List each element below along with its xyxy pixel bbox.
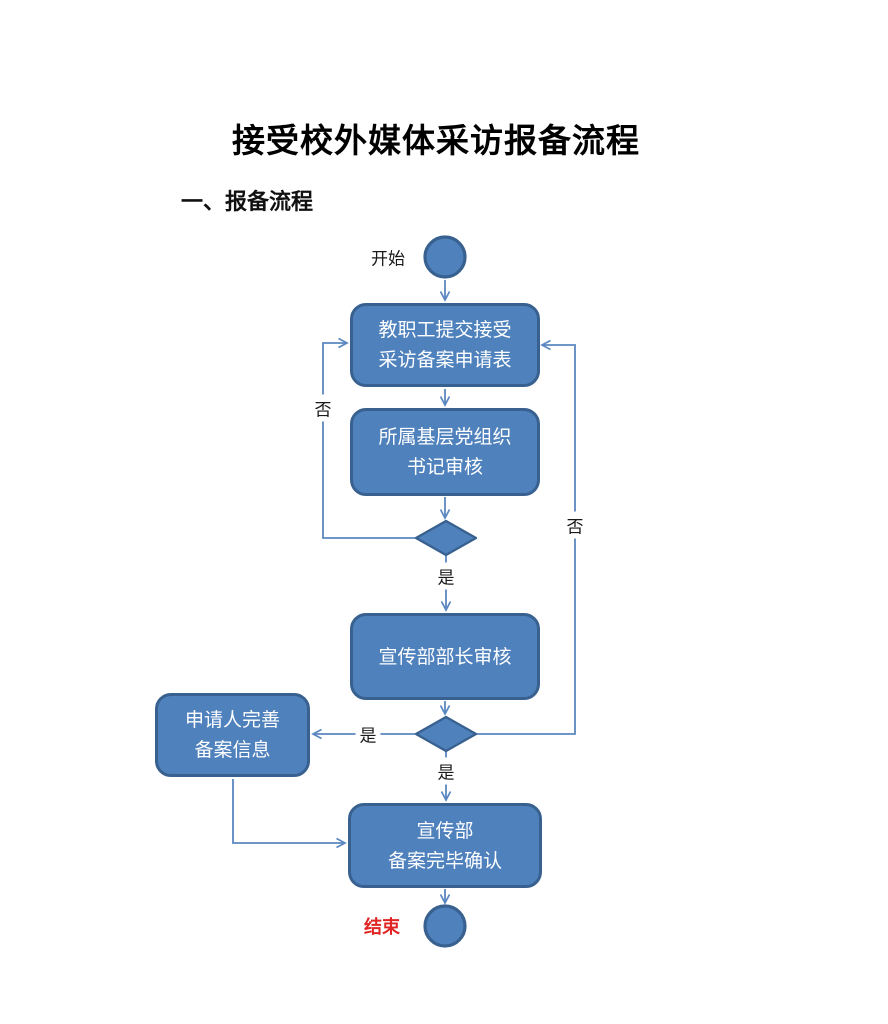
process-box-line: 教职工提交接受 xyxy=(378,319,512,341)
section-heading: 一、报备流程 xyxy=(181,190,314,215)
process-box-minister-review: 宣传部部长审核 xyxy=(350,613,540,700)
process-box-line: 备案信息 xyxy=(194,739,271,761)
decision-diamond-secretary xyxy=(414,519,478,557)
process-box-secretary-review: 所属基层党组织 书记审核 xyxy=(350,408,540,496)
edge-decision2-no-loop xyxy=(476,339,576,735)
decision-diamond-minister xyxy=(414,715,478,753)
edge-applicant-to-confirm xyxy=(232,779,347,849)
yes-label-decision1: 是 xyxy=(433,562,459,590)
page-title: 接受校外媒体采访报备流程 xyxy=(232,121,640,160)
process-box-line: 宣传部 xyxy=(416,819,474,842)
process-box-line: 备案完毕确认 xyxy=(387,849,502,872)
edge-decision1-no-loop xyxy=(322,337,416,539)
no-label-right-loop: 否 xyxy=(562,511,588,539)
no-label-left-loop: 否 xyxy=(310,394,336,422)
end-label: 结束 xyxy=(360,912,404,940)
yes-label-decision2-left: 是 xyxy=(355,720,381,748)
yes-label-decision2-down: 是 xyxy=(433,757,459,785)
end-terminal-circle xyxy=(423,904,467,948)
process-box-line: 书记审核 xyxy=(406,456,483,478)
process-box-line: 宣传部部长审核 xyxy=(378,645,512,668)
process-box-confirm-complete: 宣传部 备案完毕确认 xyxy=(348,803,542,888)
process-box-line: 采访备案申请表 xyxy=(378,349,512,371)
process-box-line: 申请人完善 xyxy=(184,709,280,731)
start-label: 开始 xyxy=(367,243,409,271)
start-terminal-circle xyxy=(423,235,467,279)
process-box-line: 所属基层党组织 xyxy=(378,426,512,448)
process-box-staff-submit: 教职工提交接受 采访备案申请表 xyxy=(350,303,540,387)
process-box-applicant-complete: 申请人完善 备案信息 xyxy=(155,693,310,777)
